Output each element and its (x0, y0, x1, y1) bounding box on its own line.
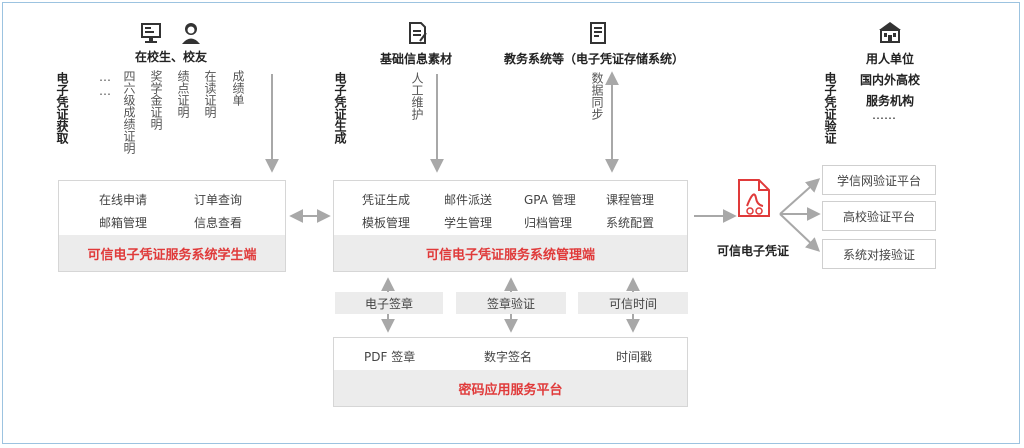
admin-item-config[interactable]: 系统配置 (606, 216, 655, 230)
student-doc-2: 在读证明 (203, 70, 217, 118)
admin-item-student[interactable]: 学生管理 (444, 216, 493, 230)
side-label-acquire: 电子凭证获取 (55, 72, 69, 144)
manual-maintain-label: 人工维护 (410, 72, 424, 120)
verifier-4: …… (872, 108, 896, 122)
student-item-info[interactable]: 信息查看 (194, 216, 243, 230)
verify-platform-2[interactable]: 高校验证平台 (822, 201, 936, 231)
admin-item-course[interactable]: 课程管理 (606, 193, 655, 207)
student-item-mailbox[interactable]: 邮箱管理 (99, 216, 148, 230)
crypto-platform-title: 密码应用服务平台 (334, 370, 687, 406)
cert-label: 可信电子凭证 (717, 244, 790, 258)
document-edit-icon (409, 22, 427, 44)
student-doc-3: 绩点证明 (176, 70, 190, 118)
verify-platform-1[interactable]: 学信网验证平台 (822, 165, 936, 195)
admin-item-generate[interactable]: 凭证生成 (362, 193, 411, 207)
crypto-item-signature: 数字签名 (484, 350, 533, 364)
student-system-title: 可信电子凭证服务系统学生端 (59, 235, 285, 271)
admin-item-archive[interactable]: 归档管理 (524, 216, 573, 230)
admin-item-template[interactable]: 模板管理 (362, 216, 411, 230)
admin-item-gpa[interactable]: GPA 管理 (524, 193, 576, 207)
student-item-orders[interactable]: 订单查询 (194, 193, 243, 207)
student-item-apply[interactable]: 在线申请 (99, 193, 148, 207)
students-label: 在校生、校友 (135, 50, 208, 64)
crypto-platform-box: PDF 签章 数字签名 时间戳 密码应用服务平台 (333, 337, 688, 407)
student-system-box: 在线申请 订单查询 邮箱管理 信息查看 可信电子凭证服务系统学生端 (58, 180, 286, 272)
database-document-icon (590, 22, 606, 44)
admin-system-box: 凭证生成 邮件派送 GPA 管理 课程管理 模板管理 学生管理 归档管理 系统配… (333, 180, 688, 272)
side-label-generate: 电子凭证生成 (333, 72, 347, 144)
verifier-2: 国内外高校 (860, 73, 921, 87)
bar-seal-verify: 签章验证 (456, 292, 566, 314)
student-doc-4: 奖学金证明 (149, 70, 163, 130)
side-label-verify: 电子凭证验证 (823, 72, 837, 144)
bar-e-seal: 电子签章 (335, 292, 443, 314)
student-doc-1: 成绩单 (231, 70, 245, 106)
crypto-item-pdf: PDF 签章 (364, 350, 416, 364)
arrow-cert-to-platform-3 (779, 213, 821, 252)
computer-icon (141, 23, 161, 43)
bar-trusted-time: 可信时间 (578, 292, 688, 314)
data-sync-label: 数据同步 (590, 72, 604, 120)
admin-item-mail[interactable]: 邮件派送 (444, 193, 493, 207)
materials-label: 基础信息素材 (380, 52, 453, 66)
systems-label: 教务系统等（电子凭证存储系统） (504, 52, 685, 66)
verify-platform-3[interactable]: 系统对接验证 (822, 239, 936, 269)
arrow-cert-to-platform-1 (779, 178, 821, 215)
pdf-certificate-icon (738, 179, 770, 217)
building-icon (879, 22, 901, 43)
user-icon (182, 23, 200, 44)
admin-system-title: 可信电子凭证服务系统管理端 (334, 235, 687, 271)
student-doc-6: …… (98, 70, 112, 98)
crypto-item-timestamp: 时间戳 (616, 350, 653, 364)
verifier-3: 服务机构 (866, 94, 915, 108)
verifier-1: 用人单位 (866, 52, 915, 66)
student-doc-5: 四六级成绩证明 (122, 70, 136, 154)
